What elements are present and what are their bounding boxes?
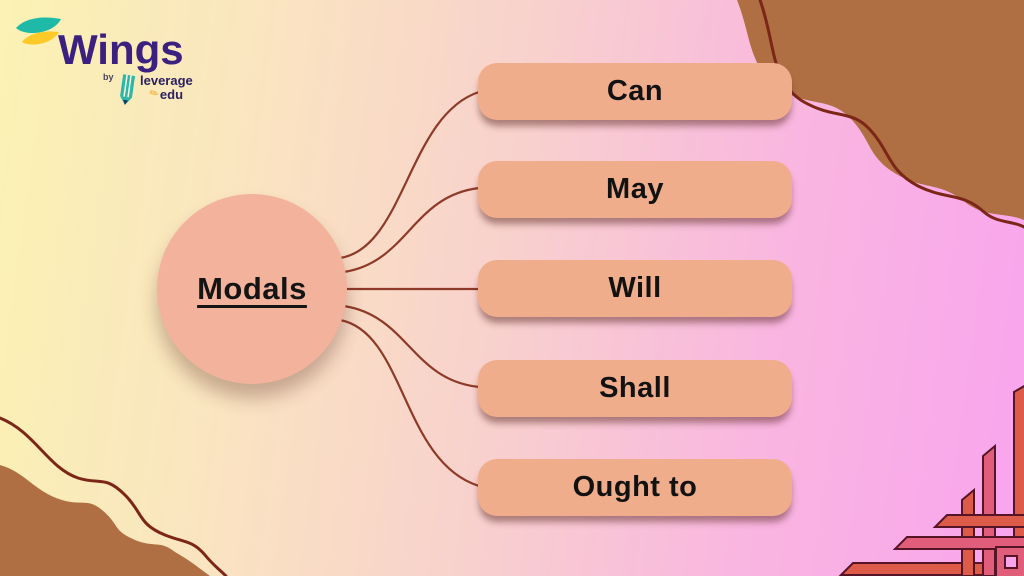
edu-row: ✎ edu [147, 87, 184, 102]
wing-yellow-shape [22, 31, 59, 45]
connector-ought [338, 318, 481, 488]
connector-can [338, 90, 481, 260]
edu-label: edu [159, 87, 184, 102]
corner-wave-bottom-left-outline [0, 416, 228, 576]
corner-wave-bottom-left [0, 416, 228, 576]
branch-label-will: Will [608, 272, 662, 304]
branch-pill-will: Will [478, 260, 792, 317]
pencil-icon [120, 74, 136, 105]
knot-red-vertical-bar [961, 487, 975, 576]
corner-wave-bottom-left-shape [0, 465, 210, 576]
branch-pill-shall: Shall [478, 360, 792, 417]
corner-knot-bottom-right [838, 385, 1024, 576]
branch-pill-can: Can [478, 63, 792, 120]
branch-label-shall: Shall [599, 372, 671, 404]
branch-label-can: Can [606, 75, 664, 107]
brand-name: Wings [58, 26, 184, 73]
connector-shall [342, 304, 481, 389]
root-node-label: Modals [197, 271, 307, 306]
by-label: by [103, 72, 114, 82]
knot-ring-hole [1004, 555, 1018, 569]
wings-logo-icon [16, 17, 61, 45]
branch-pill-may: May [478, 161, 792, 218]
knot-rose-horizontal-bar [892, 536, 1024, 550]
knot-rose-vertical-bar [982, 443, 996, 576]
leverage-edu-text: leverage ✎ edu [140, 73, 193, 102]
branch-pill-ought-to: Ought to [478, 459, 792, 516]
leverage-label: leverage [140, 73, 193, 88]
corner-wave-top-right-shape [737, 0, 1024, 220]
connector-may [342, 186, 481, 274]
connector-lines [338, 90, 481, 488]
wing-teal-shape [16, 17, 61, 34]
root-node-modals: Modals [157, 194, 347, 384]
brand-logo: Wings by leverage ✎ edu [12, 14, 207, 114]
leverage-edu-logo: leverage ✎ edu [118, 74, 193, 106]
knot-red-horizontal-bar [932, 514, 1024, 528]
branch-label-ought-to: Ought to [572, 471, 698, 503]
branch-label-may: May [606, 173, 664, 205]
